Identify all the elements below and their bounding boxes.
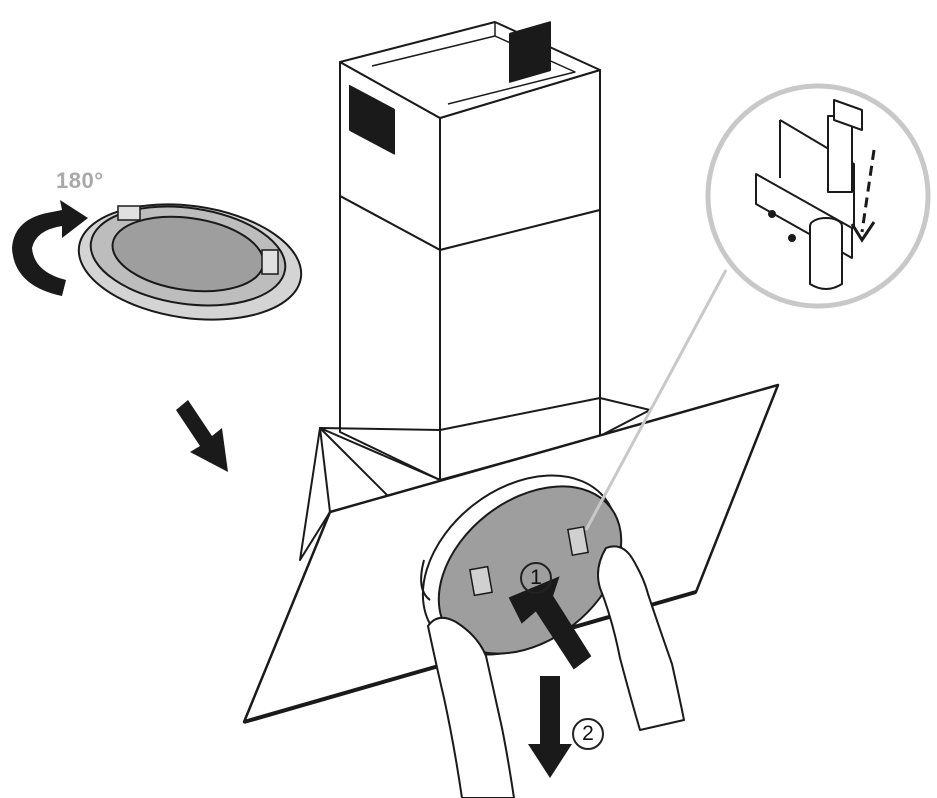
dashed-insert-arrow-icon — [860, 149, 876, 233]
diagonal-arrow-icon — [176, 400, 228, 472]
vent-right — [509, 21, 551, 83]
rotate-arrow-icon — [12, 200, 88, 296]
chimney — [339, 21, 601, 481]
left-hand — [427, 616, 515, 798]
filter-clip-right — [566, 525, 590, 557]
right-hand — [597, 545, 685, 731]
detached-filter — [77, 203, 303, 321]
detail-circle — [705, 83, 931, 309]
vent-left — [349, 84, 395, 155]
chimney-lower-right-face — [439, 209, 601, 481]
step-1-badge: 1 — [520, 562, 552, 594]
step-2-badge: 2 — [572, 718, 604, 750]
rotation-label: 180° — [56, 168, 104, 193]
detail-leader-line — [584, 269, 728, 531]
push-arrow-icon — [508, 576, 592, 670]
filter-clip-left — [469, 565, 493, 597]
hands — [427, 545, 685, 798]
down-arrow-icon — [528, 676, 572, 778]
